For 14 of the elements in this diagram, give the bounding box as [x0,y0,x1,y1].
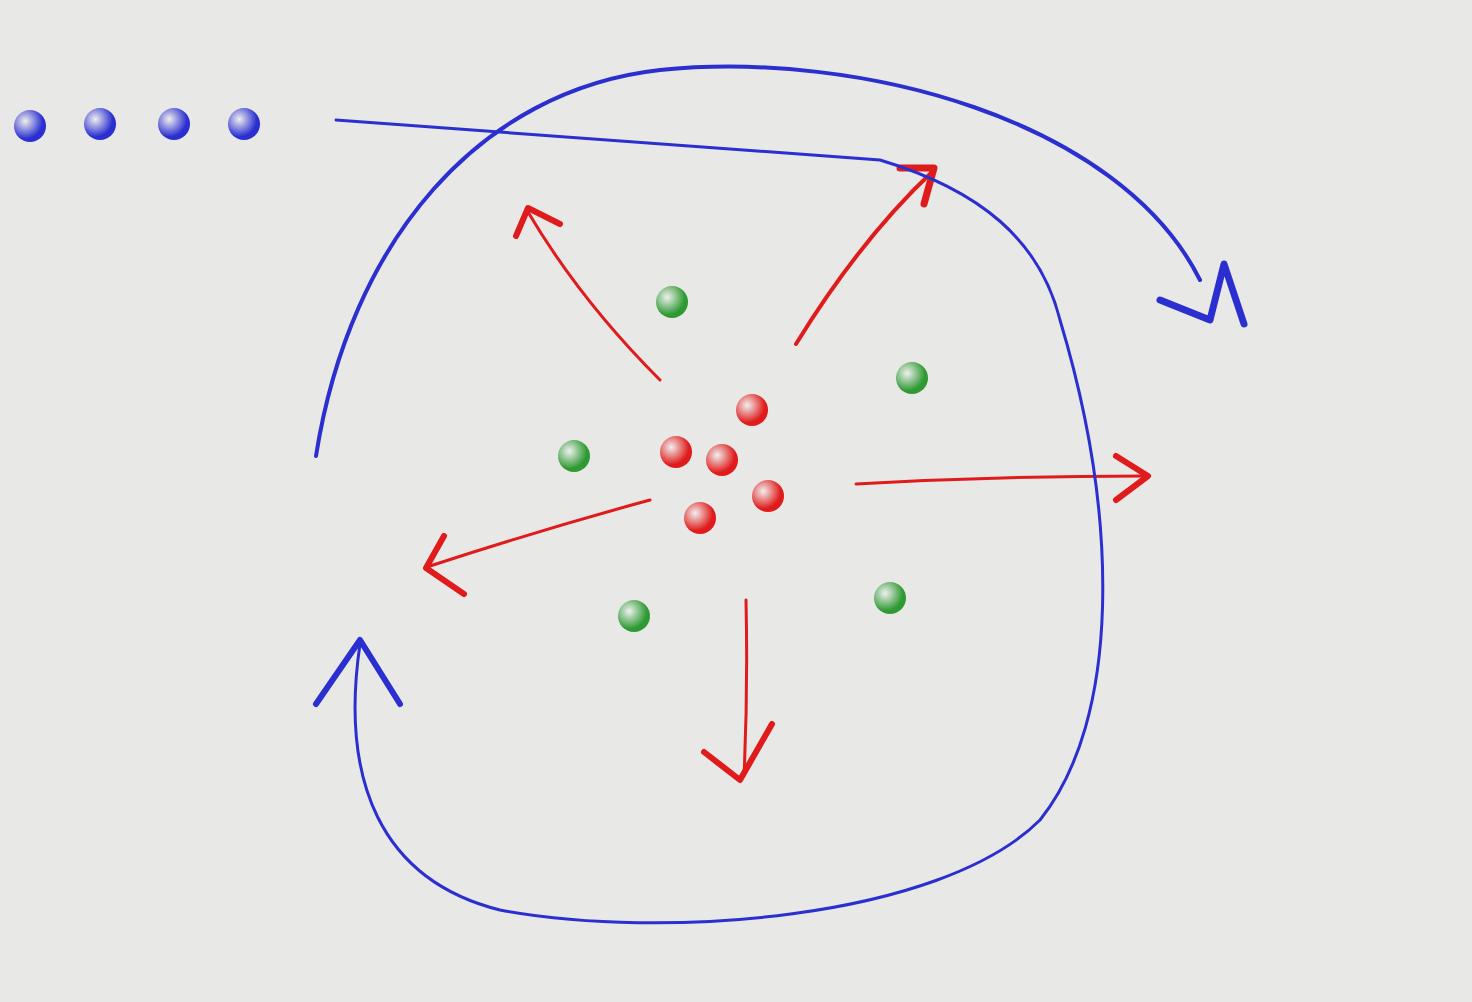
dot [896,362,928,394]
dot [656,286,688,318]
dot [158,108,190,140]
dot [14,110,46,142]
dot [558,440,590,472]
dot [228,108,260,140]
dot [684,502,716,534]
dot [736,394,768,426]
dot [706,444,738,476]
dot [660,436,692,468]
dot [874,582,906,614]
dot [752,480,784,512]
dot [618,600,650,632]
dot [84,108,116,140]
